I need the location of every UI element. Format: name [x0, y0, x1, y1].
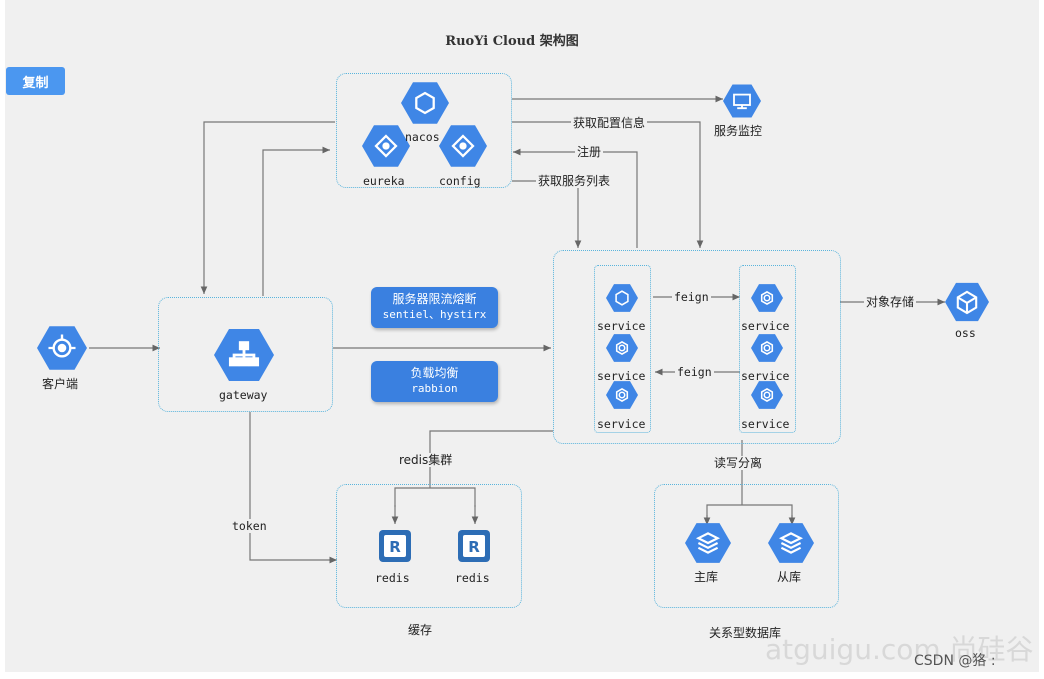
cache-box [336, 484, 522, 608]
edge-token [249, 412, 337, 564]
config-label: config [439, 174, 481, 188]
slave-db-label: 从库 [777, 570, 802, 584]
edge-gateway-nacos [262, 146, 330, 296]
client-icon [37, 326, 87, 370]
feign-label-bottom: feign [675, 365, 714, 379]
connector-lines [89, 95, 945, 564]
client-label: 客户端 [42, 377, 79, 391]
redis-label-2: redis [455, 571, 490, 585]
monitor-icon [723, 84, 761, 118]
service-label-l2: service [597, 369, 646, 383]
gateway-label: gateway [219, 388, 268, 402]
gateway-icon [214, 329, 274, 381]
gateway-box [158, 297, 333, 412]
db-box [654, 484, 839, 608]
svg-text:R: R [468, 538, 480, 556]
oss-label: oss [955, 326, 976, 340]
load-balance-title: 负载均衡 [410, 366, 459, 380]
oss-icon [945, 282, 989, 322]
redis-icon-2: R [458, 530, 490, 562]
service-icon-l3 [606, 381, 638, 409]
rate-limit-sub: sentiel、hystirx [382, 308, 487, 321]
diagram-title: RuoYi Cloud 架构图 [445, 34, 579, 49]
csdn-mark: CSDN @狢 : [914, 653, 996, 669]
redis-icon-1: R [379, 530, 411, 562]
rate-limit-pill: 服务器限流熔断 sentiel、hystirx [371, 287, 498, 328]
slave-db-icon [768, 523, 814, 563]
monitor-label: 服务监控 [714, 124, 763, 138]
get-config-label: 获取配置信息 [571, 116, 648, 130]
watermark: atguigu.com 尚硅谷 [765, 633, 1034, 666]
token-label: token [230, 519, 269, 533]
cache-group-label: 缓存 [408, 623, 433, 637]
service-icon-l2 [606, 334, 638, 362]
registry-box [336, 73, 512, 188]
diagram-canvas: RuoYi Cloud 架构图 复制 [5, 0, 1039, 672]
service-icon-r1 [751, 284, 783, 312]
edge-service-list [512, 180, 582, 248]
service-label-l1: service [597, 319, 646, 333]
rate-limit-title: 服务器限流熔断 [392, 292, 477, 306]
eureka-icon [362, 125, 410, 167]
service-column-left [594, 265, 651, 433]
object-storage-label: 对象存储 [864, 295, 917, 309]
register-label: 注册 [575, 145, 604, 159]
service-label-r2: service [741, 369, 790, 383]
service-box [553, 250, 841, 444]
redis-label-1: redis [375, 571, 410, 585]
service-label-l3: service [597, 417, 646, 431]
service-icon-r2 [751, 334, 783, 362]
service-column-right [739, 265, 796, 433]
load-balance-sub: rabbion [411, 382, 458, 395]
master-db-label: 主库 [694, 570, 719, 584]
svg-text:R: R [389, 538, 401, 556]
edge-redis-cluster [429, 430, 553, 488]
load-balance-pill: 负载均衡 rabbion [371, 361, 498, 402]
service-label-r1: service [741, 319, 790, 333]
feign-label-top: feign [672, 290, 711, 304]
service-label-r3: service [741, 417, 790, 431]
copy-button[interactable]: 复制 [6, 67, 65, 95]
edge-register [513, 148, 638, 248]
read-write-split-label: 读写分离 [712, 456, 765, 470]
nacos-label: nacos [405, 130, 440, 144]
config-icon [439, 125, 487, 167]
edge-db-split [706, 504, 793, 523]
get-service-list-label: 获取服务列表 [536, 174, 613, 188]
edge-redis-split [394, 487, 476, 507]
edge-nacos-gateway [200, 121, 335, 294]
service-icon-r3 [751, 381, 783, 409]
master-db-icon [685, 523, 731, 563]
eureka-label: eureka [363, 174, 405, 188]
redis-cluster-label: redis集群 [397, 453, 455, 467]
service-icon-l1 [606, 284, 638, 312]
db-group-label: 关系型数据库 [709, 626, 782, 640]
nacos-icon [401, 82, 449, 124]
